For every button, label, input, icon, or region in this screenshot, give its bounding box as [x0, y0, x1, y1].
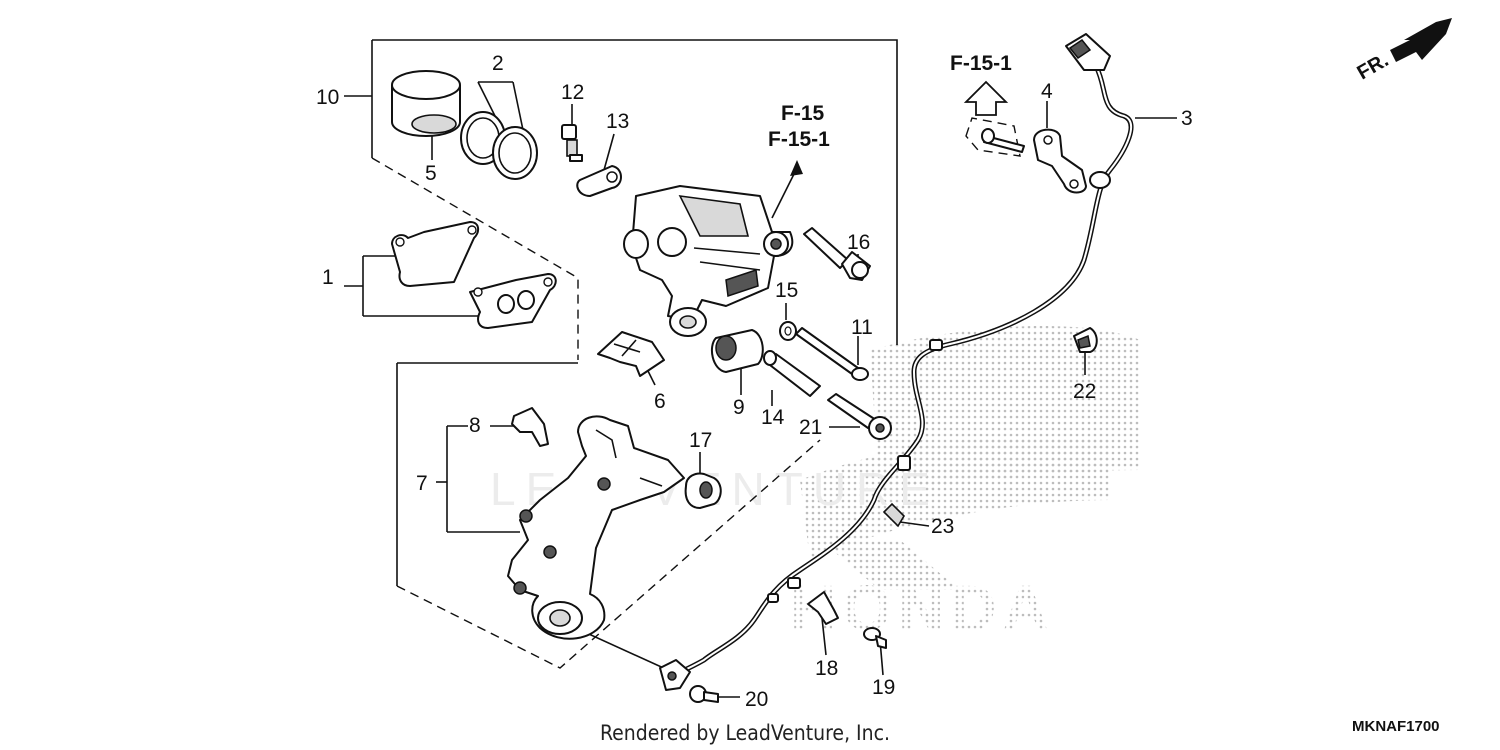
caliper-pin	[795, 327, 869, 381]
diagram-code: MKNAF1700	[1352, 718, 1440, 735]
pin-boot	[710, 329, 764, 373]
callout-12: 12	[561, 81, 584, 104]
sensor-reference-arrow	[963, 80, 1009, 116]
credit-text: Rendered by LeadVenture, Inc.	[600, 721, 890, 745]
callout-17: 17	[689, 429, 712, 452]
callout-14: 14	[761, 406, 785, 429]
callout-15: 15	[775, 279, 798, 302]
wire-guide	[807, 591, 839, 625]
bracket-bolt	[827, 393, 892, 440]
retainer-clip	[511, 407, 549, 447]
callout-16: 16	[847, 231, 870, 254]
pad-spring	[597, 331, 665, 377]
callout-7: 7	[416, 472, 428, 495]
brake-pads	[391, 221, 557, 329]
bracket-assembly-outline	[396, 362, 821, 669]
sensor-stay	[1033, 128, 1087, 194]
wire-clamp	[882, 502, 906, 528]
svg-text:FR.: FR.	[1354, 49, 1393, 84]
bracket-bushing	[684, 472, 722, 509]
callout-19: 19	[872, 676, 895, 699]
callout-13: 13	[606, 110, 629, 133]
callout-8: 8	[469, 414, 481, 437]
sensor-bolt	[965, 117, 1025, 157]
piston-seals	[460, 111, 538, 180]
leader-lines	[344, 81, 1177, 698]
callout-4: 4	[1041, 80, 1053, 103]
sensor-ref-label: F-15-1	[950, 52, 1012, 75]
sensor-mount-bolt	[689, 685, 719, 703]
callout-21: 21	[799, 416, 822, 439]
washer	[779, 321, 797, 341]
callout-1: 1	[322, 266, 334, 289]
caliper-reference-arrow	[771, 160, 803, 219]
callout-23: 23	[931, 515, 954, 538]
callout-6: 6	[654, 390, 666, 413]
piston	[391, 70, 461, 137]
callout-10: 10	[316, 86, 339, 109]
brake-caliper-body	[623, 185, 794, 337]
caliper-assembly-outline	[371, 39, 898, 360]
callout-22: 22	[1073, 380, 1096, 403]
wire-clip	[1073, 327, 1098, 353]
callout-labels: 1 2 3 4 5 6 7 8 9 10 11 12 13 14 15 16 1…	[316, 52, 1193, 711]
front-direction-arrow: FR.	[1354, 18, 1452, 84]
callout-2: 2	[492, 52, 504, 75]
abs-sensor-wire	[659, 33, 1134, 691]
caliper-ref-label-1: F-15	[781, 102, 825, 125]
callout-20: 20	[745, 688, 768, 711]
caliper-pin-bolt	[803, 227, 871, 281]
callout-9: 9	[733, 396, 745, 419]
guide-bolt	[863, 627, 887, 649]
callout-5: 5	[425, 162, 437, 185]
bleeder-screw	[561, 124, 583, 162]
pin-sleeve	[763, 350, 821, 397]
caliper-bracket	[507, 415, 685, 640]
reference-labels: F-15 F-15-1 F-15-1	[768, 52, 1012, 151]
caliper-ref-label-2: F-15-1	[768, 128, 830, 151]
callout-3: 3	[1181, 107, 1193, 130]
bleeder-cap	[576, 165, 622, 197]
callout-18: 18	[815, 657, 838, 680]
callout-11: 11	[851, 316, 873, 339]
